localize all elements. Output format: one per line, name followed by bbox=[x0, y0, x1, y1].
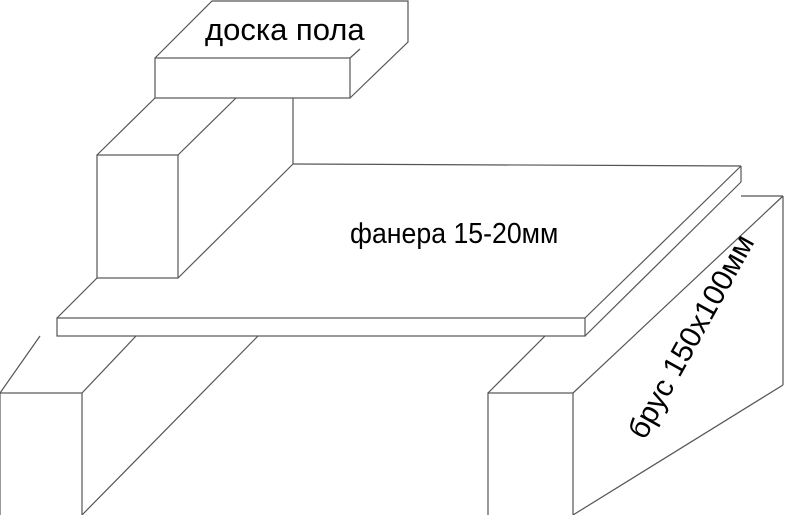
left-beam-shape bbox=[0, 335, 259, 515]
upper-beam-shape bbox=[56, 97, 294, 319]
floor-board-label: доска пола bbox=[205, 12, 365, 47]
right-beam-shape bbox=[487, 195, 784, 515]
plywood-label: фанера 15-20мм bbox=[350, 218, 559, 250]
floor-board-shape bbox=[154, 0, 409, 99]
plywood-sheet-shape bbox=[56, 163, 742, 337]
